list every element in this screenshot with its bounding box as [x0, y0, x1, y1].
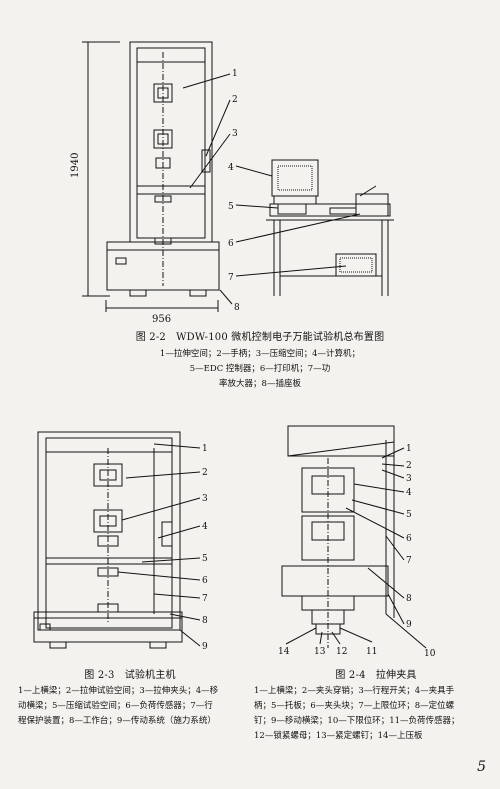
callout: 3 [406, 474, 412, 484]
callout: 7 [202, 594, 208, 604]
callout: 6 [202, 576, 208, 586]
callout: 2 [406, 461, 412, 471]
legend-line: 程保护装置；8—工作台；9—传动系统（施力系统） [18, 716, 216, 726]
legend-line: 5—EDC 控制器；6—打印机；7—功 [189, 364, 331, 374]
legend-line: 1—上横梁；2—夹头穿销；3—行程开关；4—夹具手 [254, 686, 455, 696]
callout: 10 [424, 649, 436, 659]
legend-line: 率放大器；8—插座板 [219, 379, 301, 389]
legend-line: 1—拉伸空间；2—手柄；3—压缩空间；4—计算机； [159, 349, 361, 359]
figure-2-4-caption: 图 2-4 拉伸夹具 [335, 670, 417, 681]
callout: 2 [202, 468, 208, 478]
callout: 6 [406, 534, 412, 544]
callout: 4 [228, 163, 234, 173]
callout: 3 [202, 494, 208, 504]
legend-line: 钉；9—移动横梁；10—下限位环；11—负荷传感器； [254, 716, 460, 726]
callout: 1 [232, 69, 238, 79]
callout: 7 [406, 556, 412, 566]
callout: 13 [314, 647, 326, 657]
figure-2-3-main-machine: 1 2 3 4 5 6 7 8 9 [33, 431, 208, 652]
callout: 12 [336, 647, 347, 657]
callout: 8 [406, 594, 412, 604]
legend-line: 动横梁；5—压缩试验空间；6—负荷传感器；7—行 [18, 701, 213, 711]
callout: 2 [232, 95, 238, 105]
callout: 1 [406, 444, 412, 454]
figure-2-4-tensile-fixture: 1 2 3 4 5 6 7 8 9 10 11 12 13 14 [278, 425, 436, 659]
callout: 5 [406, 510, 412, 520]
legend-line: 1—上横梁；2—拉伸试验空间；3—拉伸夹头；4—移 [18, 686, 219, 696]
dim-width: 956 [152, 314, 171, 325]
figure-2-3-legend: 1—上横梁；2—拉伸试验空间；3—拉伸夹头；4—移 动横梁；5—压缩试验空间；6… [18, 684, 254, 729]
callout: 3 [232, 129, 238, 139]
callout: 5 [228, 202, 234, 212]
figure-2-2-caption: 图 2-2 WDW-100 微机控制电子万能试验机总布置图 [135, 332, 385, 343]
legend-line: 12—锁紧螺母；13—紧定螺钉；14—上压板 [254, 731, 423, 741]
callout: 6 [228, 239, 234, 249]
figure-2-3-caption: 图 2-3 试验机主机 [84, 670, 176, 681]
figure-2-4-legend: 1—上横梁；2—夹头穿销；3—行程开关；4—夹具手 柄；5—托板；6—夹头块；7… [254, 684, 494, 744]
callout: 4 [202, 522, 208, 532]
callout: 5 [202, 554, 208, 564]
callout: 8 [202, 616, 208, 626]
figure-2-2-layout-drawing: 1940 956 1 2 3 4 5 6 7 8 [70, 41, 394, 325]
callout: 9 [202, 642, 208, 652]
callout: 7 [228, 273, 234, 283]
figure-2-2-legend: 1—拉伸空间；2—手柄；3—压缩空间；4—计算机； 5—EDC 控制器；6—打印… [110, 347, 410, 392]
legend-line: 柄；5—托板；6—夹头块；7—上限位环；8—定位螺 [254, 701, 455, 711]
dim-height: 1940 [70, 153, 81, 178]
callout: 14 [278, 647, 290, 657]
page-number: 5 [477, 759, 486, 775]
callout: 4 [406, 488, 412, 498]
callout: 11 [366, 647, 377, 657]
callout: 1 [202, 444, 208, 454]
callout: 9 [406, 620, 412, 630]
callout: 8 [234, 303, 240, 313]
